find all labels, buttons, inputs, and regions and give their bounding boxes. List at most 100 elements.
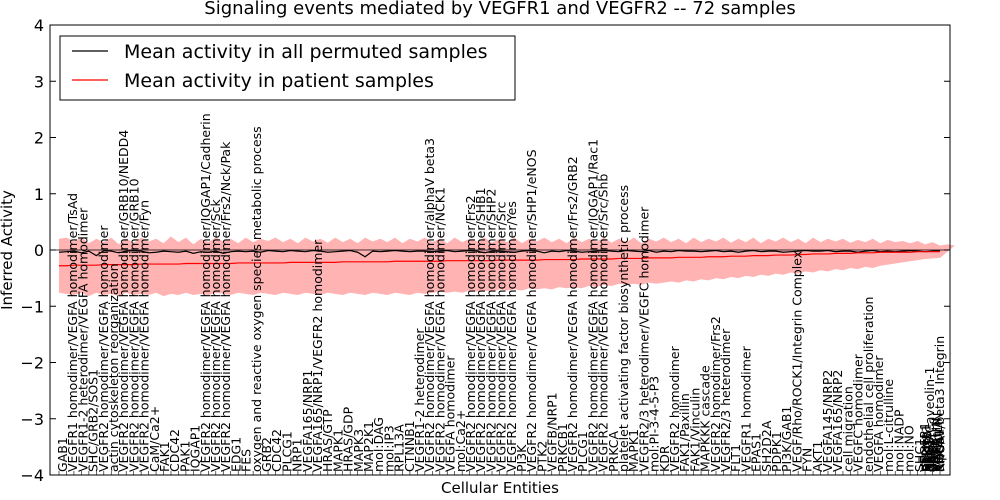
- x-tick-label: VEGFA145/NRP2: [820, 370, 835, 472]
- x-tick-label: VEGFR2 homodimer/VEGFA homodimer/SHB1: [473, 187, 488, 472]
- x-tick-label: VEGFR1-2 heterodimer/VEGFA homodimer: [75, 207, 90, 472]
- y-tick-label: 4: [34, 16, 44, 35]
- x-tick-label: VEGFR2 homodimer/Frs2: [708, 316, 723, 472]
- x-tick-label: FLT1: [728, 444, 743, 472]
- x-tick-label: MAP2K1: [361, 421, 376, 472]
- x-tick-label: RAC1: [922, 439, 937, 472]
- y-tick-label: −4: [20, 466, 44, 485]
- x-tick-label: KDR: [657, 445, 672, 472]
- x-tick-label: VEGFR2 homodimer/VEGFA homodimer/alphaV …: [422, 138, 437, 472]
- x-tick-label: PTPN11: [918, 424, 933, 472]
- x-tick-label: VEGFR2 homodimer/VEGFA homodimer/GRB10/N…: [116, 130, 131, 472]
- x-tick-label: FES: [239, 449, 254, 472]
- x-tick-label: VEGFR2 homodimer/VEGFA homodimer/Fyn: [137, 200, 152, 472]
- x-tick-label: VEGFR2 homodimer/VEGFA homodimer/Frs2/GR…: [565, 156, 580, 472]
- y-tick-label: −2: [20, 354, 44, 373]
- x-tick-label: platelet activating factor biosynthetic …: [616, 185, 631, 472]
- x-tick-label: FYN: [800, 448, 815, 472]
- x-tick-label: VEGFA homodimer: [871, 355, 886, 472]
- x-tick-label: MAPK1: [626, 429, 641, 472]
- x-tick-label: PDPK1: [769, 431, 784, 472]
- x-tick-label: VEGFB/NRP1: [545, 392, 560, 472]
- x-tick-label: AKT1: [810, 441, 825, 472]
- x-tick-label: VEGFR2/3 heterodimer: [718, 328, 733, 472]
- x-tick-label: PRKCB1: [555, 423, 570, 472]
- x-tick-label: mol:NADP: [891, 409, 906, 472]
- x-tick-label: MAPK3: [351, 429, 366, 472]
- x-tick-label: mol:PI-3-4-5-P3: [647, 376, 662, 472]
- x-tick-label: VEGFR2 homodimer/VEGFA homodimer/Frs2/Nc…: [218, 141, 233, 472]
- x-tick-label: mol:DAG: [371, 417, 386, 472]
- y-tick-label: 1: [34, 185, 44, 204]
- x-tick-label: PAXILLIN: [929, 417, 944, 472]
- x-tick-label: GRB2: [259, 437, 274, 472]
- x-tick-label: actin cytoskeleton reorganization: [106, 263, 121, 472]
- x-tick-label: FAK1: [157, 441, 172, 472]
- x-tick-label: GAB1: [55, 437, 70, 472]
- y-tick-label: −1: [20, 297, 44, 316]
- x-tick-label: NOS3: [921, 437, 936, 472]
- x-tick-label: VEGFR2 homodimer: [667, 345, 682, 472]
- series-line-permuted: [58, 249, 940, 258]
- x-tick-label: IQGAP1: [188, 425, 203, 472]
- x-tick-label: VINCULIN: [930, 413, 945, 472]
- x-tick-label: VEGFR2 homodimer/VEGFA homodimer/SHP1/eN…: [524, 149, 539, 472]
- x-tick-label: YES1: [927, 441, 942, 473]
- y-tick-label: −3: [20, 410, 44, 429]
- x-tick-label: alphaV/beta3 Integrin: [932, 336, 947, 472]
- x-tick-label: oxygen and reactive oxygen species metab…: [249, 126, 264, 472]
- x-tick-label: PTK2: [534, 441, 549, 472]
- legend-label-permuted: Mean activity in all permuted samples: [124, 41, 487, 63]
- y-axis-label: Inferred Activity: [0, 190, 16, 310]
- x-tick-label: mol:Ca2+: [453, 410, 468, 472]
- x-tick-label: MAPKKK cascade: [698, 365, 713, 472]
- x-tick-label: FAK1/Vinculin: [687, 388, 702, 472]
- y-tick-label: 2: [34, 129, 44, 148]
- x-tick-label: NRP1: [290, 438, 305, 472]
- x-tick-label: VEGFR2 homodimer/VEGFA homodimer/Src/Shb: [596, 174, 611, 472]
- x-tick-label: CDC42: [269, 429, 284, 472]
- x-tick-label: SHC/GRB2/SOS1: [86, 369, 101, 472]
- y-tick-label: 3: [34, 72, 44, 91]
- x-tick-label: VEGFA165/NRP2: [830, 370, 845, 472]
- x-tick-label: VEGFR1: [917, 422, 932, 472]
- x-tick-label: VEGFR1 homodimer: [738, 345, 753, 472]
- x-tick-label: PI3K: [514, 444, 529, 472]
- x-tick-label: SH2D2A: [759, 420, 774, 472]
- series-line-patient: [59, 251, 940, 267]
- x-tick-label: ROCK1: [931, 429, 946, 472]
- plot-area: [49, 24, 955, 476]
- x-tick-label: RPL13A: [392, 424, 407, 472]
- x-tick-label: VEGFR2 homodimer/VEGFA homodimer: [96, 225, 111, 472]
- legend-label-patient: Mean activity in patient samples: [124, 70, 434, 92]
- x-tick-label: VEGFC homodimer: [851, 353, 866, 472]
- x-tick-label: PAK1: [177, 441, 192, 472]
- chart-title: Signaling events mediated by VEGFR1 and …: [204, 0, 795, 19]
- x-tick-label: CDC42: [167, 429, 182, 472]
- x-tick-label: VEGFR2 homodimer/VEGFA homodimer/Frs2: [463, 195, 478, 472]
- x-tick-label: PRKCA: [606, 431, 621, 472]
- x-tick-label: PI3K/GAB1: [779, 406, 794, 472]
- x-tick-label: eNOS/Caveolin-1: [922, 367, 937, 472]
- legend: Mean activity in all permuted samples Me…: [59, 35, 516, 101]
- x-tick-label: PLCG1: [575, 431, 590, 472]
- x-tick-label: PLCG1: [279, 431, 294, 472]
- x-tick-label: VEGFR2/3 heterodimer/VEGFC homodimer: [636, 206, 651, 472]
- x-tick-label: VEGFR2 homodimer/VEGFA homodimer/IQGAP1/…: [585, 139, 600, 472]
- x-tick-label: VEGFR2 homodimer/VEGFA homodimer/GRB10: [126, 178, 141, 472]
- x-tick-label: mol:IP3: [381, 425, 396, 472]
- x-tick-label: mol:NO: [902, 425, 917, 472]
- x-tick-label: VEGFR2 homodimer/VEGFA homodimer/Sck: [208, 199, 223, 472]
- x-tick-label: VEGFR2 homodimer/VEGFA homodimer/SHP2: [483, 188, 498, 472]
- x-tick-label: EDG1: [228, 437, 243, 472]
- x-tick-label: MAPK1: [330, 429, 345, 472]
- x-tick-label: VEGFR1 homodimer/VEGFA homodimer/TsAd: [65, 193, 80, 472]
- x-tick-label: PRKCB: [920, 431, 935, 472]
- x-tick-label: SRC: [926, 447, 941, 472]
- x-tick-label: FAK1/Paxillin: [677, 393, 692, 472]
- x-tick-label: VEGFA homodimer: [443, 355, 458, 472]
- x-tick-label: cell migration: [840, 386, 855, 472]
- x-tick-label: VEGFR1-2 heterodimer: [412, 328, 427, 472]
